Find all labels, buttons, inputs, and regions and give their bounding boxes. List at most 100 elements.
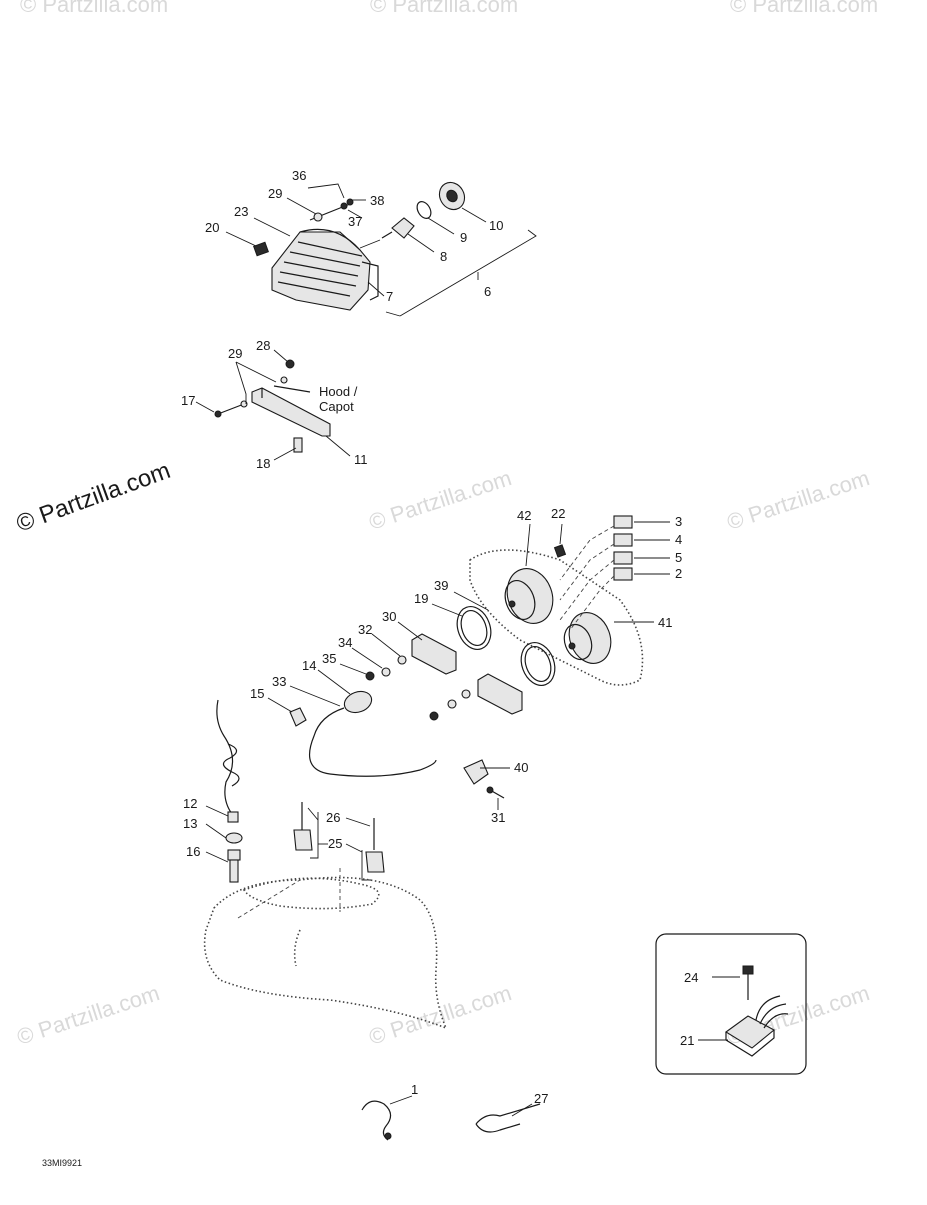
callout-38: 38 — [370, 193, 384, 208]
gauge-face — [563, 623, 593, 661]
inset-frame — [655, 933, 807, 1075]
callout-37: 37 — [348, 214, 362, 229]
washer-part — [447, 699, 457, 709]
leader-line — [361, 850, 372, 881]
o-ring — [225, 832, 243, 844]
headlight-lens — [271, 231, 371, 311]
callout-13: 13 — [183, 816, 197, 831]
headlight-lens-lines — [277, 241, 363, 297]
callout-30: 30 — [382, 609, 396, 624]
callout-21: 21 — [680, 1033, 694, 1048]
gauge-terminal — [568, 642, 576, 650]
connector-3 — [613, 515, 633, 529]
callout-3: 3 — [675, 514, 682, 529]
hood-pointer — [273, 385, 311, 393]
leader-line — [235, 361, 247, 404]
stud-part — [293, 437, 303, 453]
callout-20: 20 — [205, 220, 219, 235]
clip-tie — [361, 1100, 392, 1141]
leader-line — [195, 401, 215, 413]
callout-2: 2 — [675, 566, 682, 581]
hull-outline — [203, 876, 448, 1030]
leader-line — [286, 197, 317, 215]
watermark: © Partzilla.com — [730, 0, 878, 17]
callout-19: 19 — [414, 591, 428, 606]
callout-5: 5 — [675, 550, 682, 565]
leader-line — [559, 523, 563, 545]
washer-part — [397, 655, 407, 665]
hood-label-line2: Capot — [319, 399, 354, 414]
screw-part — [217, 403, 245, 415]
washer-part — [461, 689, 471, 699]
washer-part — [240, 400, 248, 408]
leader-line — [289, 685, 341, 707]
leader-line — [345, 817, 371, 827]
watermark-main: © Partzilla.com — [13, 457, 174, 538]
headlight-assembly: 36 29 38 23 37 20 10 9 8 6 7 — [205, 168, 537, 317]
hood-label-line1: Hood / — [319, 384, 358, 399]
callout-6: 6 — [484, 284, 491, 299]
leader-line — [339, 663, 367, 675]
callout-26: 26 — [326, 810, 340, 825]
nut-part — [429, 711, 439, 721]
gauge-terminal — [508, 600, 516, 608]
callout-12: 12 — [183, 796, 197, 811]
callout-27: 27 — [534, 1091, 548, 1106]
rubber-mount — [365, 851, 385, 873]
nut-part — [346, 198, 354, 206]
leader-line — [267, 697, 293, 713]
leader-line — [511, 1103, 533, 1117]
callout-14: 14 — [302, 658, 316, 673]
headlight-bracket — [361, 261, 379, 301]
leader-line — [453, 591, 489, 611]
callout-7: 7 — [386, 289, 393, 304]
cable-tie — [475, 1103, 541, 1133]
leader-line — [325, 435, 351, 457]
watermark-group: © Partzilla.com © Partzilla.com © Partzi… — [13, 0, 878, 1050]
callout-10: 10 — [489, 218, 503, 233]
leader-line — [307, 183, 345, 199]
leader-line — [310, 812, 319, 859]
inset-box: 24 21 — [655, 933, 807, 1075]
callout-29: 29 — [228, 346, 242, 361]
callout-1: 1 — [411, 1082, 418, 1097]
nut-part — [365, 671, 375, 681]
watermark: © Partzilla.com — [366, 465, 515, 535]
clip-part — [253, 241, 269, 257]
gauge-bracket — [411, 633, 457, 675]
washer-part — [381, 667, 391, 677]
bulb-part — [391, 217, 415, 239]
sensor-body — [229, 859, 239, 883]
callout-41: 41 — [658, 615, 672, 630]
leader-line — [461, 207, 487, 223]
headlight-reflector — [299, 228, 361, 251]
watermark: © Partzilla.com — [20, 0, 168, 17]
speed-cable — [309, 707, 437, 777]
retainer-ring — [416, 201, 432, 219]
leader-line — [235, 361, 277, 383]
leader-line — [205, 823, 227, 839]
sensor-wire-coil — [222, 743, 240, 787]
callout-40: 40 — [514, 760, 528, 775]
seal-ring — [456, 606, 492, 650]
leader-line — [253, 217, 291, 237]
connector-2 — [613, 567, 633, 581]
seal-ring — [520, 642, 556, 686]
callout-17: 17 — [181, 393, 195, 408]
callout-35: 35 — [322, 651, 336, 666]
washer-part — [313, 212, 323, 222]
leader-line — [359, 239, 381, 249]
assembly-bracket-line — [385, 311, 401, 317]
callout-22: 22 — [551, 506, 565, 521]
watermark: © Partzilla.com — [370, 0, 518, 17]
leader-line — [273, 447, 297, 461]
gauge-face — [504, 580, 536, 620]
leader-line — [307, 807, 319, 821]
sensor-hex — [227, 849, 241, 861]
seal-ring-inner — [460, 609, 488, 647]
diagram-code: 33MI9921 — [42, 1158, 82, 1168]
gauge-bracket — [477, 673, 523, 715]
callout-29: 29 — [268, 186, 282, 201]
